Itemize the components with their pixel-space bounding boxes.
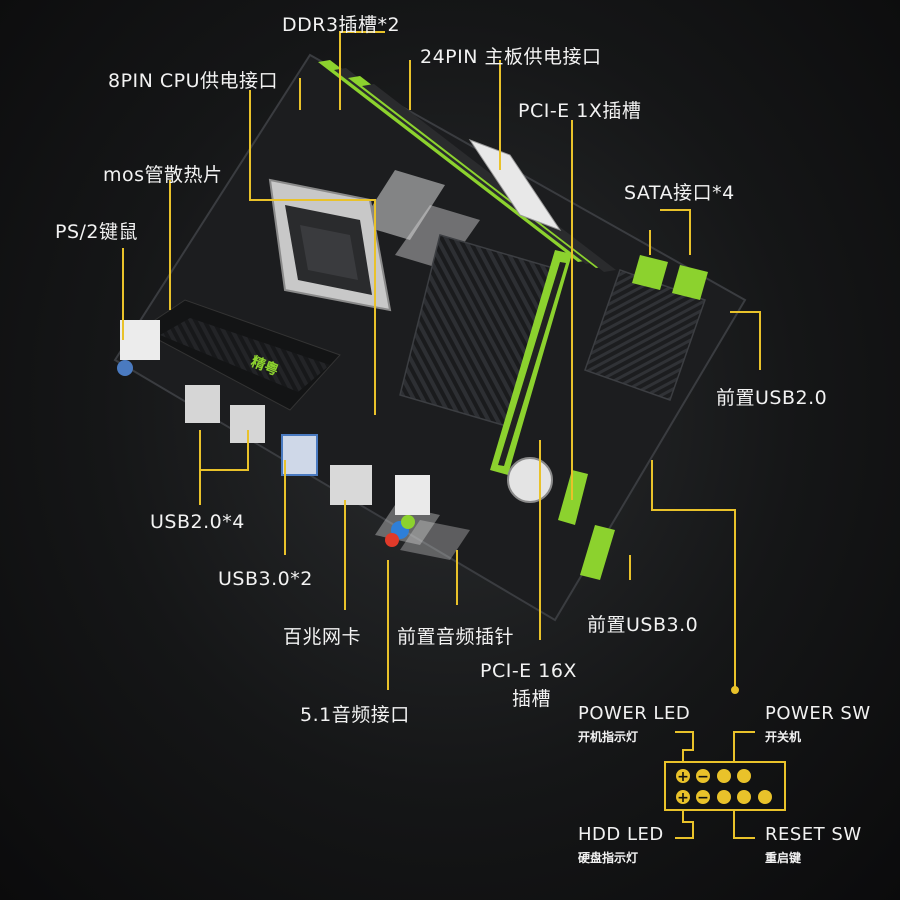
leader-front-usb2 <box>730 311 761 370</box>
leader-8pin-route <box>249 90 376 415</box>
usb2-port <box>185 385 220 423</box>
label-mos: mos管散热片 <box>103 164 223 186</box>
label-usb3: USB3.0*2 <box>218 568 313 590</box>
cmos-battery <box>507 457 553 503</box>
leader-front-panel <box>651 460 736 690</box>
label-power-sw-cn: 开关机 <box>765 730 802 744</box>
label-8pin: 8PIN CPU供电接口 <box>108 70 279 92</box>
label-front-usb2: 前置USB2.0 <box>716 387 828 409</box>
label-pcie16x-line2: 插槽 <box>512 688 552 710</box>
front-panel-header: + − + − <box>664 731 786 839</box>
pin-plus-sign: + <box>677 769 689 785</box>
label-power-led: POWER LED <box>578 703 691 724</box>
pin-plus-sign: + <box>677 790 689 806</box>
front-usb3-header <box>580 525 615 580</box>
mos-heatsink: 精粤 <box>139 299 341 411</box>
atx-24pin-connector <box>468 138 562 232</box>
audio-jack <box>401 515 415 529</box>
label-power-led-cn: 开机指示灯 <box>578 730 639 744</box>
label-front-usb3: 前置USB3.0 <box>587 614 699 636</box>
pin <box>696 769 710 783</box>
pin <box>758 790 772 804</box>
label-hdd-led-cn: 硬盘指示灯 <box>578 851 639 865</box>
leader-lines <box>122 31 761 694</box>
label-pcie1x: PCI-E 1X插槽 <box>518 100 642 122</box>
pin <box>717 790 731 804</box>
sata-ports <box>632 255 708 300</box>
label-ddr3: DDR3插槽*2 <box>282 14 401 36</box>
label-ps2: PS/2键鼠 <box>55 221 139 243</box>
cpu-socket <box>268 178 392 312</box>
label-reset-sw-cn: 重启键 <box>765 851 802 865</box>
pin-minus-sign: − <box>697 769 709 785</box>
label-audio51: 5.1音频接口 <box>300 704 410 726</box>
label-usb2: USB2.0*4 <box>150 511 245 533</box>
ps2-port <box>120 320 160 360</box>
label-front-audio: 前置音频插针 <box>397 626 515 648</box>
audio-jack <box>385 533 399 547</box>
pin <box>696 790 710 804</box>
pin <box>676 790 690 804</box>
leader-usb2 <box>199 430 249 471</box>
pin <box>717 769 731 783</box>
label-sata: SATA接口*4 <box>624 182 735 204</box>
label-24pin: 24PIN 主板供电接口 <box>420 46 602 68</box>
pcie-16x-slot <box>490 250 572 475</box>
leader-ddr3 <box>339 31 385 110</box>
usb3-port <box>281 434 318 476</box>
lan-port <box>330 465 372 505</box>
pin <box>737 769 751 783</box>
label-pcie16x-line1: PCI-E 16X <box>480 660 577 682</box>
label-reset-sw: RESET SW <box>765 824 862 845</box>
rear-io <box>117 320 430 547</box>
label-power-sw: POWER SW <box>765 703 871 724</box>
label-lan: 百兆网卡 <box>283 626 362 648</box>
label-hdd-led: HDD LED <box>578 824 664 845</box>
pin <box>737 790 751 804</box>
pin-minus-sign: − <box>697 790 709 806</box>
pin <box>676 769 690 783</box>
